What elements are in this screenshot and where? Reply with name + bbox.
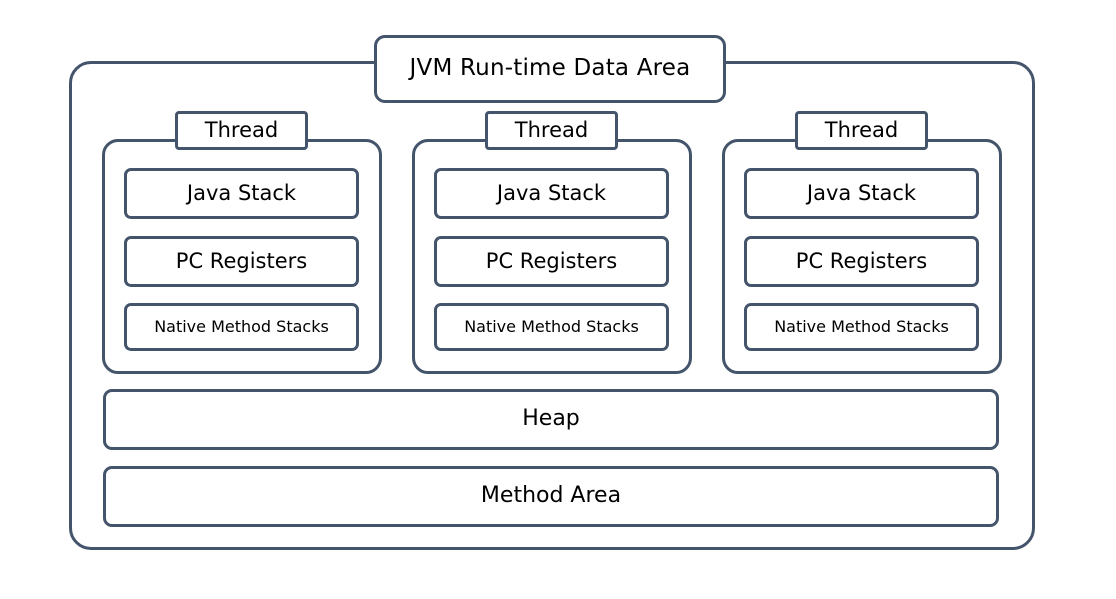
java-stack-box-3: Java Stack	[744, 168, 979, 219]
native-method-stacks-box-3: Native Method Stacks	[744, 303, 979, 351]
jvm-runtime-data-area-title: JVM Run-time Data Area	[374, 35, 726, 103]
java-stack-box-2: Java Stack	[434, 168, 669, 219]
pc-registers-box-3: PC Registers	[744, 236, 979, 287]
method-area-box: Method Area	[103, 466, 999, 527]
pc-registers-box-1: PC Registers	[124, 236, 359, 287]
thread-label-3: Thread	[795, 111, 928, 150]
pc-registers-box-2: PC Registers	[434, 236, 669, 287]
thread-label-2: Thread	[485, 111, 618, 150]
thread-label-1: Thread	[175, 111, 308, 150]
native-method-stacks-box-2: Native Method Stacks	[434, 303, 669, 351]
java-stack-box-1: Java Stack	[124, 168, 359, 219]
native-method-stacks-box-1: Native Method Stacks	[124, 303, 359, 351]
heap-box: Heap	[103, 389, 999, 450]
